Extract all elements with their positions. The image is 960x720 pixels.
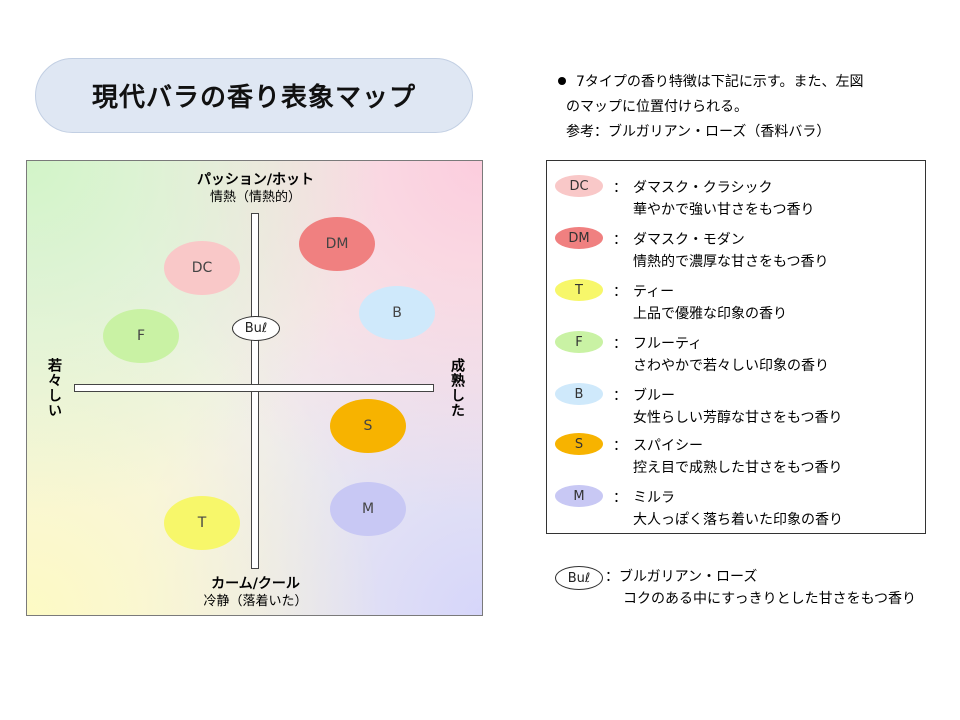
legend-desc-dc: 華やかで強い甘さをもつ香り xyxy=(633,202,815,218)
legend-colon: ： xyxy=(613,284,627,300)
map-point-b-label: B xyxy=(392,305,402,321)
legend-colon: ： xyxy=(613,388,627,404)
legend-badge-m-label: M xyxy=(573,488,585,504)
map-point-f-label: F xyxy=(136,328,146,344)
map-point-s-label: S xyxy=(363,418,373,434)
legend-row-b: B ： ブルー 女性らしい芳醇な甘さをもつ香り xyxy=(555,381,915,427)
map-point-s: S xyxy=(330,399,406,453)
legend-badge-t: T xyxy=(555,279,603,301)
legend-badge-s: S xyxy=(555,433,603,455)
legend-badge-b: B xyxy=(555,383,603,405)
legend-colon: ： xyxy=(613,438,627,454)
map-point-t: T xyxy=(164,496,240,550)
axis-right-label: 成熟した xyxy=(449,358,465,418)
legend-row-s: S ： スパイシー 控え目で成熟した甘さをもつ香り xyxy=(555,431,915,477)
axis-left-label: 若々しい xyxy=(46,358,62,418)
legend-name-bul: ：ブルガリアン・ローズ xyxy=(605,569,758,585)
legend-badge-t-label: T xyxy=(575,282,583,298)
legend-desc-b: 女性らしい芳醇な甘さをもつ香り xyxy=(633,410,843,426)
map-point-m-label: M xyxy=(361,501,375,517)
map-point-bul: Buℓ xyxy=(232,316,280,341)
legend-name-s: スパイシー xyxy=(633,438,703,454)
legend-name-t: ティー xyxy=(633,284,675,300)
intro-line-1: 7タイプの香り特徴は下記に示す。また、左図 xyxy=(558,70,864,95)
intro-line-3: 参考：ブルガリアン・ローズ（香料バラ） xyxy=(566,124,831,140)
title-banner: 現代バラの香り表象マップ xyxy=(35,58,473,133)
legend-desc-t: 上品で優雅な印象の香り xyxy=(633,306,787,322)
intro-line-1-text: 7タイプの香り特徴は下記に示す。また、左図 xyxy=(576,74,864,90)
horizontal-axis xyxy=(74,384,434,392)
legend-badge-dm-label: DM xyxy=(568,230,590,246)
map-point-dm: DM xyxy=(299,217,375,271)
map-point-b: B xyxy=(359,286,435,340)
axis-top-title: パッション/ホット xyxy=(196,172,315,188)
legend-colon: ： xyxy=(613,336,627,352)
legend-row-t: T ： ティー 上品で優雅な印象の香り xyxy=(555,277,915,323)
map-point-dc: DC xyxy=(164,241,240,295)
axis-bottom-label: カーム/クール 冷静（落着いた） xyxy=(27,575,482,611)
legend-name-dc: ダマスク・クラシック xyxy=(633,180,773,196)
legend-desc-s: 控え目で成熟した甘さをもつ香り xyxy=(633,460,843,476)
legend-badge-b-label: B xyxy=(574,386,584,402)
axis-top-subtitle: 情熱（情熱的） xyxy=(209,190,301,205)
legend-desc-dm: 情熱的で濃厚な甘さをもつ香り xyxy=(633,254,829,270)
legend-name-dm: ダマスク・モダン xyxy=(633,232,745,248)
legend-colon: ： xyxy=(613,180,627,196)
bul-legend: Buℓ ：ブルガリアン・ローズ コクのある中にすっきりとした甘さをもつ香り xyxy=(555,562,935,612)
legend-name-m: ミルラ xyxy=(633,490,675,506)
legend-row-f: F ： フルーティ さわやかで若々しい印象の香り xyxy=(555,329,915,375)
bullet-icon xyxy=(558,77,566,85)
legend-desc-m: 大人っぽく落ち着いた印象の香り xyxy=(633,512,843,528)
legend-badge-bul-label: Buℓ xyxy=(567,570,591,586)
page-title: 現代バラの香り表象マップ xyxy=(91,83,416,113)
map-point-bul-label: Buℓ xyxy=(244,321,268,336)
legend-badge-f-label: F xyxy=(575,334,583,350)
legend-row-dc: DC ： ダマスク・クラシック 華やかで強い甘さをもつ香り xyxy=(555,173,915,219)
map-point-f: F xyxy=(103,309,179,363)
map-point-t-label: T xyxy=(197,515,207,531)
legend-box: DC ： ダマスク・クラシック 華やかで強い甘さをもつ香り DM ： ダマスク・… xyxy=(546,160,926,534)
axis-top-label: パッション/ホット 情熱（情熱的） xyxy=(27,171,482,207)
map-point-m: M xyxy=(330,482,406,536)
legend-badge-dm: DM xyxy=(555,227,603,249)
legend-badge-dc-label: DC xyxy=(569,178,589,194)
axis-bottom-title: カーム/クール xyxy=(211,576,300,592)
map-point-dc-label: DC xyxy=(191,260,213,276)
legend-badge-f: F xyxy=(555,331,603,353)
legend-row-dm: DM ： ダマスク・モダン 情熱的で濃厚な甘さをもつ香り xyxy=(555,225,915,271)
intro-line-2: のマップに位置付けられる。 xyxy=(566,99,748,115)
legend-badge-bul: Buℓ xyxy=(555,566,603,590)
legend-badge-s-label: S xyxy=(574,436,584,452)
legend-badge-dc: DC xyxy=(555,175,603,197)
legend-colon: ： xyxy=(613,490,627,506)
legend-desc-bul: コクのある中にすっきりとした甘さをもつ香り xyxy=(623,591,917,607)
legend-name-f: フルーティ xyxy=(633,336,703,352)
legend-badge-m: M xyxy=(555,485,603,507)
axis-bottom-subtitle: 冷静（落着いた） xyxy=(203,594,308,609)
legend-row-m: M ： ミルラ 大人っぽく落ち着いた印象の香り xyxy=(555,483,915,529)
legend-name-b: ブルー xyxy=(633,388,675,404)
intro-text: 7タイプの香り特徴は下記に示す。また、左図 のマップに位置付けられる。 参考：ブ… xyxy=(558,70,864,145)
legend-desc-f: さわやかで若々しい印象の香り xyxy=(633,358,829,374)
aroma-map: パッション/ホット 情熱（情熱的） 若々しい 成熟した カーム/クール 冷静（落… xyxy=(26,160,483,616)
map-point-dm-label: DM xyxy=(325,236,349,252)
legend-colon: ： xyxy=(613,232,627,248)
